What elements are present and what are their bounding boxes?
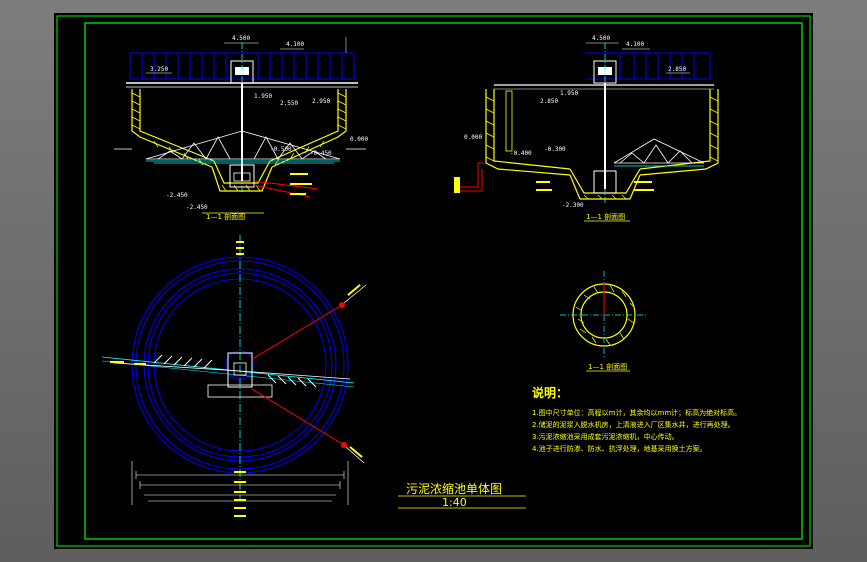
- right-section: 4.500 4.100 2.850 1.950 2.850 0.000 -0.4…: [454, 35, 719, 222]
- cad-drawing: 4.500 4.100 3.250 1.950 2.550 2.950 -0.5…: [56, 15, 811, 547]
- notes-heading: 说明：: [532, 385, 568, 400]
- right-elev-bottom: -2.300: [562, 202, 584, 209]
- left-elev-outer-right: 0.000: [350, 136, 368, 143]
- left-elev-inner-2: 2.550: [280, 100, 298, 107]
- left-elev-cone-right: -0.450: [310, 150, 332, 157]
- right-elev-top: 4.500: [592, 35, 610, 42]
- right-elev-inner-2: 2.850: [540, 98, 558, 105]
- right-elev-cone-left: -0.400: [510, 150, 532, 157]
- left-elev-top: 4.500: [232, 35, 250, 42]
- title-block: 污泥浓缩池单体图 1:40: [398, 481, 526, 509]
- drawing-sheet: 4.500 4.100 3.250 1.950 2.550 2.950 -0.5…: [54, 13, 813, 549]
- right-elev-right-water: 2.850: [668, 66, 686, 73]
- notes-block: 说明： 1.图中尺寸单位：高程以m计，其余均以mm计；标高为绝对标高。 2.储泥…: [532, 385, 741, 453]
- small-section-label: 1—1 剖面图: [588, 362, 627, 371]
- inner-frame: [84, 22, 803, 540]
- note-item-3: 3.污泥浓缩池采用成套污泥浓缩机，中心传动。: [532, 432, 679, 441]
- left-section-label: 1—1 剖面图: [206, 212, 245, 221]
- right-elev-cone-right: -0.300: [544, 146, 566, 153]
- left-scraper-truss: [145, 130, 341, 160]
- left-section: 4.500 4.100 3.250 1.950 2.550 2.950 -0.5…: [114, 35, 368, 221]
- outer-frame: [56, 15, 811, 547]
- right-scraper-truss: [613, 138, 705, 164]
- left-handrail: [129, 52, 355, 80]
- left-elev-base: -2.450: [186, 204, 208, 211]
- drawing-scale: 1:40: [442, 496, 467, 509]
- left-elev-inner-1: 1.950: [254, 93, 272, 100]
- right-elev-inner-1: 1.950: [560, 90, 578, 97]
- right-elev-outer-left: 0.000: [464, 134, 482, 141]
- left-elev-bottom: -2.450: [166, 192, 188, 199]
- right-handrail: [586, 52, 711, 80]
- left-elev-left-water: 3.250: [150, 66, 168, 73]
- plan-view: [101, 235, 367, 517]
- left-elev-inner-3: 2.950: [312, 98, 330, 105]
- note-item-1: 1.图中尺寸单位：高程以m计，其余均以mm计；标高为绝对标高。: [532, 408, 741, 417]
- left-elev-cone-left: -0.500: [270, 146, 292, 153]
- drawing-title: 污泥浓缩池单体图: [406, 481, 502, 496]
- note-item-2: 2.储泥的泥浆入脱水机房，上清液进入厂区集水井，进行再处理。: [532, 420, 735, 429]
- left-elev-handrail: 4.100: [286, 41, 304, 48]
- small-ring-section: 1—1 剖面图: [560, 271, 648, 372]
- right-section-label: 1—1 剖面图: [586, 212, 625, 221]
- note-item-4: 4.池子进行防渗、防水、抗浮处理，地基采用换土方案。: [532, 444, 707, 453]
- right-elev-handrail: 4.100: [626, 41, 644, 48]
